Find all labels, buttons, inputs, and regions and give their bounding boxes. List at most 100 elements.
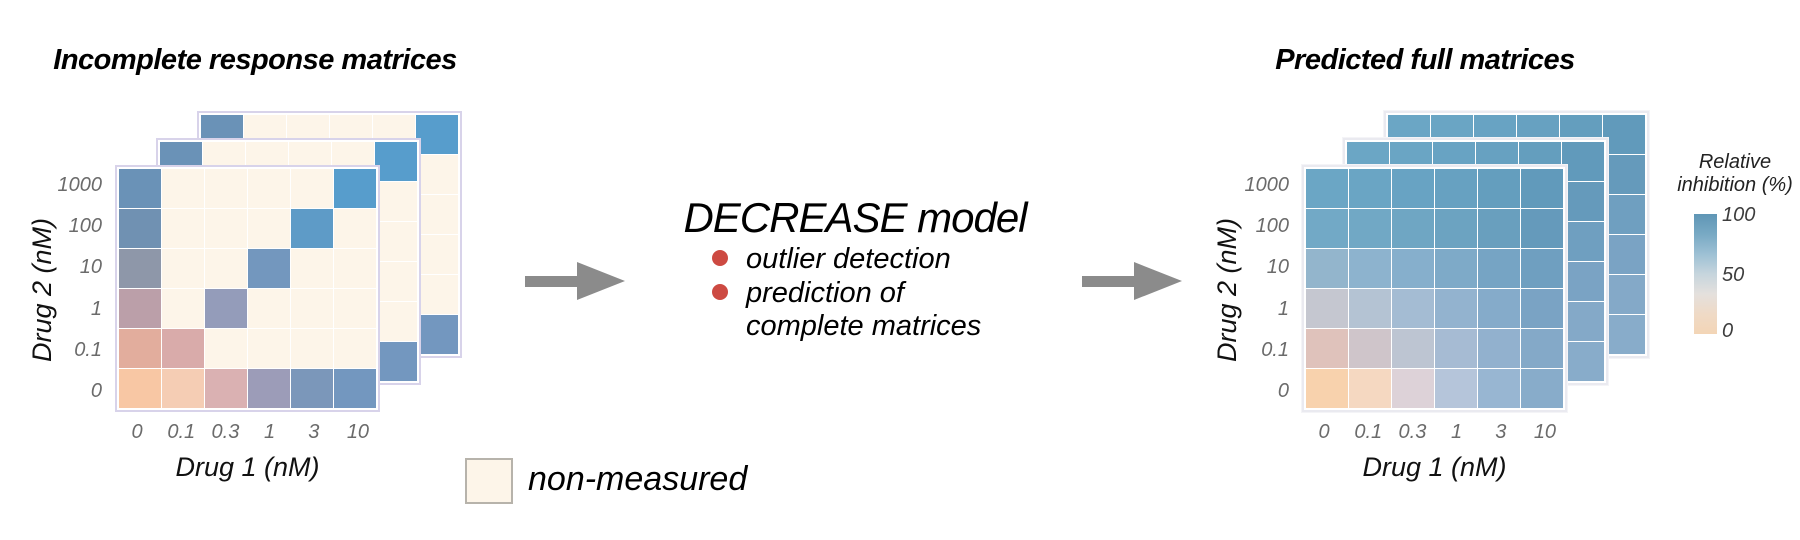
incomplete-matrix-front (115, 165, 380, 412)
matrix-cell (248, 209, 290, 248)
colorbar-tick-0: 0 (1722, 320, 1734, 342)
matrix-cell (375, 262, 417, 301)
matrix-cell (119, 289, 161, 328)
matrix-cell (1435, 289, 1477, 328)
matrix-cell (1562, 342, 1604, 381)
matrix-cell (1603, 155, 1645, 194)
matrix-cell (1306, 289, 1348, 328)
bullet-dot-icon (712, 284, 728, 300)
matrix-cell (1349, 249, 1391, 288)
matrix-cell (291, 169, 333, 208)
bullet-dot-icon (712, 250, 728, 266)
tick-label: 0 (1277, 379, 1289, 402)
tick-label: 1 (1277, 297, 1289, 320)
matrix-cell (375, 142, 417, 181)
matrix-cell (1349, 209, 1391, 248)
bullet-item: prediction of complete matrices (712, 277, 1001, 343)
matrix-cell (248, 369, 290, 408)
tick-label: 10 (1266, 256, 1289, 279)
matrix-cell (1521, 329, 1563, 368)
matrix-cell (248, 249, 290, 288)
matrix-cell (1521, 249, 1563, 288)
matrix-cell (1478, 289, 1520, 328)
non-measured-swatch (465, 458, 513, 504)
matrix-cell (205, 329, 247, 368)
left-x-axis-label: Drug 1 (nM) (175, 452, 320, 482)
tick-label: 0 (1318, 421, 1330, 443)
matrix-cell (1478, 169, 1520, 208)
tick-label: 1 (264, 421, 276, 443)
matrix-cell (248, 329, 290, 368)
tick-label: 100 (1255, 215, 1289, 238)
matrix-cell (334, 369, 376, 408)
flow-arrow-right-icon (1082, 262, 1182, 300)
tick-label: 0.1 (1261, 338, 1289, 361)
matrix-cell (248, 289, 290, 328)
matrix-cell (375, 182, 417, 221)
matrix-cell (416, 235, 458, 274)
tick-label: 0.1 (1354, 421, 1383, 443)
matrix-cell (1392, 249, 1434, 288)
tick-label: 0.3 (211, 421, 240, 443)
matrix-cell (1478, 329, 1520, 368)
matrix-cell (1562, 222, 1604, 261)
matrix-cell (1562, 182, 1604, 221)
matrix-cell (1392, 169, 1434, 208)
tick-label: 10 (79, 256, 102, 279)
tick-label: 0 (131, 421, 143, 443)
matrix-cell (375, 302, 417, 341)
matrix-cell (162, 249, 204, 288)
bullet-label: outlier detection (746, 243, 951, 275)
matrix-cell (334, 249, 376, 288)
matrix-cell (291, 209, 333, 248)
matrix-cell (416, 315, 458, 354)
matrix-cell (162, 329, 204, 368)
matrix-cell (1349, 169, 1391, 208)
tick-label: 3 (308, 421, 320, 443)
matrix-cell (119, 249, 161, 288)
matrix-cell (1603, 315, 1645, 354)
matrix-cell (291, 369, 333, 408)
bullet-item: outlier detection (712, 243, 1001, 276)
matrix-cell (1392, 209, 1434, 248)
matrix-cell (1349, 369, 1391, 408)
matrix-cell (1603, 275, 1645, 314)
matrix-cell (1435, 249, 1477, 288)
matrix-cell (1521, 369, 1563, 408)
matrix-cell (291, 329, 333, 368)
matrix-cell (119, 329, 161, 368)
model-title: DECREASE model (683, 194, 1027, 241)
matrix-cell (416, 115, 458, 154)
matrix-cell (1478, 249, 1520, 288)
matrix-cell (1392, 369, 1434, 408)
tick-label: 0.3 (1398, 421, 1427, 443)
tick-label: 1000 (57, 174, 103, 197)
matrix-cell (1435, 329, 1477, 368)
matrix-cell (416, 195, 458, 234)
matrix-cell (1306, 369, 1348, 408)
matrix-cell (416, 275, 458, 314)
matrix-cell (119, 209, 161, 248)
non-measured-label: non-measured (528, 460, 748, 498)
predicted-matrix-front (1302, 165, 1567, 412)
tick-label: 0.1 (167, 421, 196, 443)
tick-label: 0 (90, 379, 102, 402)
tick-label: 0.1 (74, 338, 102, 361)
tick-label: 10 (1533, 421, 1557, 443)
matrix-cell (334, 209, 376, 248)
matrix-cell (1306, 329, 1348, 368)
matrix-cell (1306, 209, 1348, 248)
matrix-cell (162, 209, 204, 248)
tick-label: 1 (1451, 421, 1463, 443)
matrix-cell (291, 249, 333, 288)
matrix-cell (375, 342, 417, 381)
colorbar-tick-100: 100 (1722, 204, 1756, 226)
matrix-cell (1435, 169, 1477, 208)
colorbar-title-line1: Relative (1698, 151, 1772, 173)
matrix-cell (205, 169, 247, 208)
matrix-cell (205, 209, 247, 248)
matrix-cell (1306, 249, 1348, 288)
